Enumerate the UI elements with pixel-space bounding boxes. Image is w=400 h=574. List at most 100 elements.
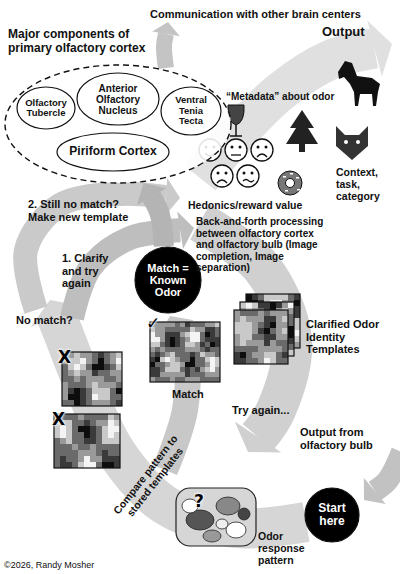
template-pattern	[234, 328, 240, 334]
template-pattern	[240, 358, 246, 364]
template-pattern	[170, 357, 175, 362]
template-pattern	[170, 377, 175, 382]
template-pattern	[288, 350, 294, 356]
template-pattern	[294, 330, 300, 336]
template-pattern	[108, 414, 114, 420]
template-pattern	[60, 450, 66, 456]
clarify-band	[177, 211, 194, 249]
template-pattern	[210, 327, 215, 332]
template-pattern	[215, 377, 220, 382]
hedonic-face	[237, 165, 259, 187]
template-pattern	[252, 352, 258, 358]
template-pattern	[98, 358, 104, 364]
template-pattern	[240, 310, 246, 316]
template-pattern	[86, 394, 92, 400]
template-pattern	[108, 444, 114, 450]
donut-icon	[290, 173, 293, 175]
template-pattern	[60, 462, 66, 468]
template-pattern	[165, 357, 170, 362]
template-pattern	[282, 322, 288, 328]
template-pattern	[246, 340, 252, 346]
template-pattern	[180, 322, 185, 327]
donut-icon	[286, 179, 295, 188]
template-pattern	[288, 314, 294, 320]
tree-icon	[286, 110, 318, 152]
template-pattern	[68, 382, 74, 388]
template-pattern	[195, 322, 200, 327]
template-pattern	[108, 450, 114, 456]
template-pattern	[294, 324, 300, 330]
template-pattern	[270, 316, 276, 322]
template-pattern	[66, 426, 72, 432]
template-pattern	[270, 328, 276, 334]
template-pattern	[288, 338, 294, 344]
template-pattern	[114, 420, 120, 426]
template-pattern	[102, 456, 108, 462]
match-band	[158, 316, 194, 337]
template-pattern	[282, 352, 288, 358]
tree-icon	[286, 110, 318, 144]
template-pattern	[246, 328, 252, 334]
annotation: Hedonics/reward value	[188, 199, 302, 211]
template-pattern	[270, 294, 276, 300]
template-pattern	[258, 316, 264, 322]
template-pattern	[62, 400, 68, 406]
template-pattern	[258, 322, 264, 328]
template-pattern	[98, 376, 104, 382]
template-pattern	[160, 367, 165, 372]
template-pattern	[160, 332, 165, 337]
template-pattern	[98, 394, 104, 400]
template-pattern	[195, 367, 200, 372]
template-pattern	[74, 382, 80, 388]
template-pattern	[190, 347, 195, 352]
hedonic-face	[211, 165, 233, 187]
template-pattern	[155, 357, 160, 362]
template-pattern	[66, 456, 72, 462]
template-pattern	[190, 322, 195, 327]
template-pattern	[270, 310, 276, 316]
template-pattern	[150, 322, 220, 382]
template-pattern	[195, 357, 200, 362]
annotation: Back-and-forth processing between olfact…	[196, 216, 324, 274]
template-pattern	[270, 352, 276, 358]
template-pattern	[234, 316, 240, 322]
template-pattern	[80, 352, 86, 358]
template-pattern	[200, 322, 205, 327]
template-pattern	[114, 438, 120, 444]
template-pattern	[180, 337, 185, 342]
template-pattern	[246, 294, 252, 300]
template-pattern	[175, 322, 180, 327]
dashed-ellipse	[5, 65, 231, 183]
template-pattern	[210, 342, 215, 347]
node-label: Anterior Olfactory Nucleus	[76, 72, 160, 126]
template-pattern	[116, 352, 122, 358]
template-pattern	[294, 336, 300, 342]
template-pattern	[72, 420, 78, 426]
template-pattern	[86, 388, 92, 394]
template-pattern	[72, 432, 78, 438]
donut-icon	[283, 176, 286, 178]
template-pattern	[165, 377, 170, 382]
odor-response-pattern	[238, 508, 250, 520]
template-pattern	[80, 382, 86, 388]
template-pattern	[258, 340, 264, 346]
node-outline	[135, 247, 201, 313]
template-pattern	[190, 377, 195, 382]
template-pattern	[170, 352, 175, 357]
cortex-region: Ventral Tenia Tecta	[160, 86, 222, 136]
template-pattern	[155, 367, 160, 372]
template-pattern	[215, 347, 220, 352]
template-pattern	[98, 370, 104, 376]
template-pattern	[205, 347, 210, 352]
template-pattern	[252, 334, 258, 340]
template-pattern	[104, 388, 110, 394]
template-pattern	[180, 372, 185, 377]
template-pattern	[276, 358, 282, 364]
template-pattern	[54, 438, 60, 444]
template-pattern	[78, 438, 84, 444]
cortex-region: Olfactory Tubercle	[16, 86, 76, 130]
template-pattern	[185, 362, 190, 367]
template-pattern	[86, 400, 92, 406]
template-pattern	[72, 426, 78, 432]
template-pattern	[160, 342, 165, 347]
